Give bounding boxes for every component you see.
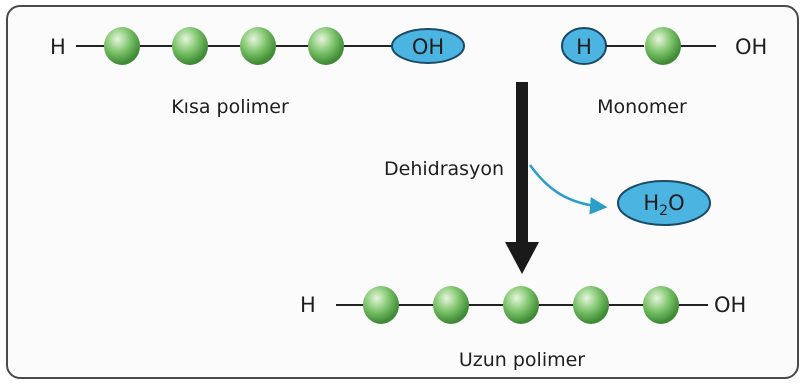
monomer-label: Monomer xyxy=(597,96,687,118)
monomer-bead xyxy=(104,27,140,65)
monomer: H OH Monomer xyxy=(561,27,767,118)
monomer-bead xyxy=(308,27,344,65)
byproduct-arrow xyxy=(528,164,608,215)
water-formula: H2O xyxy=(643,191,684,219)
monomer-left-group: H xyxy=(576,35,592,59)
monomer-bead xyxy=(433,286,469,324)
monomer-bead xyxy=(503,286,539,324)
main-arrow-head xyxy=(505,242,539,274)
monomer-bead xyxy=(172,27,208,65)
monomer-bead xyxy=(643,286,679,324)
short-polymer-label: Kısa polimer xyxy=(171,96,289,118)
long-polymer-left-group: H xyxy=(300,293,316,317)
main-arrow-shaft xyxy=(516,82,528,242)
monomer-bead xyxy=(645,27,681,65)
short-polymer-left-group: H xyxy=(50,35,66,59)
monomer-bead xyxy=(240,27,276,65)
long-polymer: H OH Uzun polimer xyxy=(300,286,746,371)
reaction: Dehidrasyon H2O xyxy=(384,82,711,274)
monomer-bead xyxy=(363,286,399,324)
short-polymer: H OH Kısa polimer xyxy=(50,27,465,118)
water-molecule xyxy=(617,180,711,226)
monomer-right-group: OH xyxy=(735,35,767,59)
long-polymer-right-group: OH xyxy=(714,293,746,317)
monomer-bead xyxy=(573,286,609,324)
short-polymer-right-group: OH xyxy=(412,35,444,59)
reaction-label: Dehidrasyon xyxy=(384,158,504,180)
long-polymer-label: Uzun polimer xyxy=(459,349,585,371)
short-polymer-oh-group xyxy=(391,28,465,64)
